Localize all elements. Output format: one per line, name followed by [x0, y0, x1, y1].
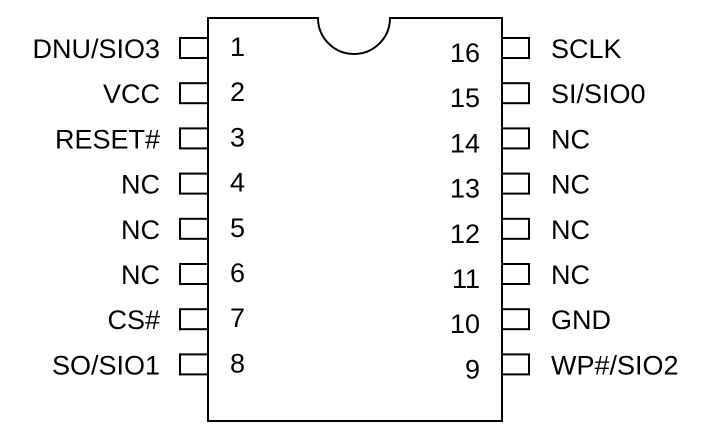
pin-15-lead	[501, 82, 530, 105]
pin-7-number: 7	[230, 303, 245, 333]
pin-8-signal: SO/SIO1	[52, 350, 160, 380]
pin-6-number: 6	[230, 258, 245, 288]
pin-3-lead	[179, 127, 209, 150]
pin-1-number: 1	[230, 32, 245, 62]
pin-3-signal: RESET#	[55, 124, 160, 154]
pin-14-lead	[501, 127, 530, 150]
pin-1-signal: DNU/SIO3	[32, 34, 160, 64]
pin-12-number: 12	[450, 219, 480, 249]
pin-12-lead	[501, 217, 530, 240]
pin-14-number: 14	[450, 128, 480, 158]
pin-13-signal: NC	[551, 170, 590, 200]
pin-5-signal: NC	[121, 215, 160, 245]
pin-12-signal: NC	[551, 215, 590, 245]
pin-15-signal: SI/SIO0	[551, 79, 646, 109]
pin-6-signal: NC	[121, 260, 160, 290]
pin-4-signal: NC	[121, 170, 160, 200]
pin-13-number: 13	[450, 174, 480, 204]
pin-6-lead	[179, 263, 209, 285]
pin-10-signal: GND	[551, 305, 611, 335]
pin-4-lead	[179, 172, 209, 195]
pin-9-number: 9	[465, 354, 480, 384]
pin-16-lead	[501, 37, 530, 59]
pin-16-signal: SCLK	[551, 34, 622, 64]
pin-15-number: 15	[450, 83, 480, 113]
pin-10-number: 10	[450, 309, 480, 339]
pin-9-signal: WP#/SIO2	[551, 350, 679, 380]
pin-8-number: 8	[230, 348, 245, 378]
pin-14-signal: NC	[551, 124, 590, 154]
pin-3-number: 3	[230, 122, 245, 152]
pin-2-signal: VCC	[103, 79, 160, 109]
pin-7-signal: CS#	[107, 305, 160, 335]
pin-5-number: 5	[230, 213, 245, 243]
pin-11-number: 11	[452, 264, 480, 294]
pin-16-number: 16	[450, 38, 480, 68]
pin-11-lead	[501, 263, 530, 285]
pin-2-number: 2	[230, 77, 245, 107]
pin-10-lead	[501, 308, 530, 331]
pin-7-lead	[179, 308, 209, 331]
pin-8-lead	[179, 353, 209, 376]
pin-1-lead	[179, 37, 209, 59]
pin-9-lead	[501, 353, 530, 376]
pin-4-number: 4	[230, 168, 245, 198]
pin-11-signal: NC	[551, 260, 590, 290]
right-pin-column: SCLK16SI/SIO015NC14NC13NC12NC11GND10WP#/…	[450, 34, 679, 384]
chip-body	[207, 17, 503, 422]
pin-13-lead	[501, 172, 530, 195]
pin-5-lead	[179, 217, 209, 240]
pin-2-lead	[179, 82, 209, 105]
